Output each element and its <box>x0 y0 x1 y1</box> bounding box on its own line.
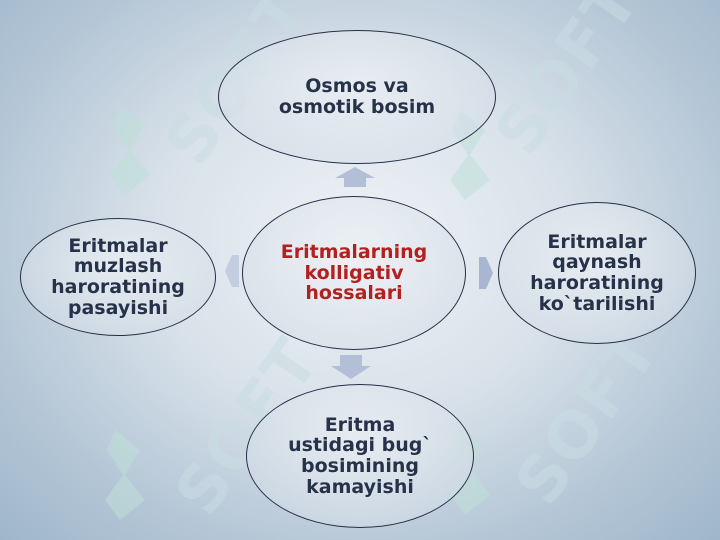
node-label: Osmos va osmotik bosim <box>278 75 436 118</box>
watermark-text: SOFT <box>501 315 675 519</box>
arrow-up-icon <box>335 167 375 187</box>
node-label: Eritmalar muzlash haroratining pasayishi <box>51 234 185 319</box>
diagram-node-right: Eritmalar qaynash haroratining ko`tarili… <box>498 202 696 344</box>
node-label: Eritmalar qaynash haroratining ko`tarili… <box>530 230 664 315</box>
arrow-right-icon <box>479 257 493 289</box>
arrow-down-icon <box>331 355 371 379</box>
center-label: Eritmalarning kolligativ hossalari <box>280 241 428 305</box>
watermark-logo-icon <box>110 105 150 195</box>
diagram-node-top: Osmos va osmotik bosim <box>218 30 496 164</box>
diagram-node-left: Eritmalar muzlash haroratining pasayishi <box>20 218 216 336</box>
node-label: Eritma ustidagi bug` bosimining kamayish… <box>288 413 432 498</box>
arrow-left-icon <box>225 255 239 287</box>
diagram-node-center: Eritmalarning kolligativ hossalari <box>242 196 466 350</box>
diagram-node-bottom: Eritma ustidagi bug` bosimining kamayish… <box>246 384 474 528</box>
watermark-logo-icon <box>105 430 145 520</box>
